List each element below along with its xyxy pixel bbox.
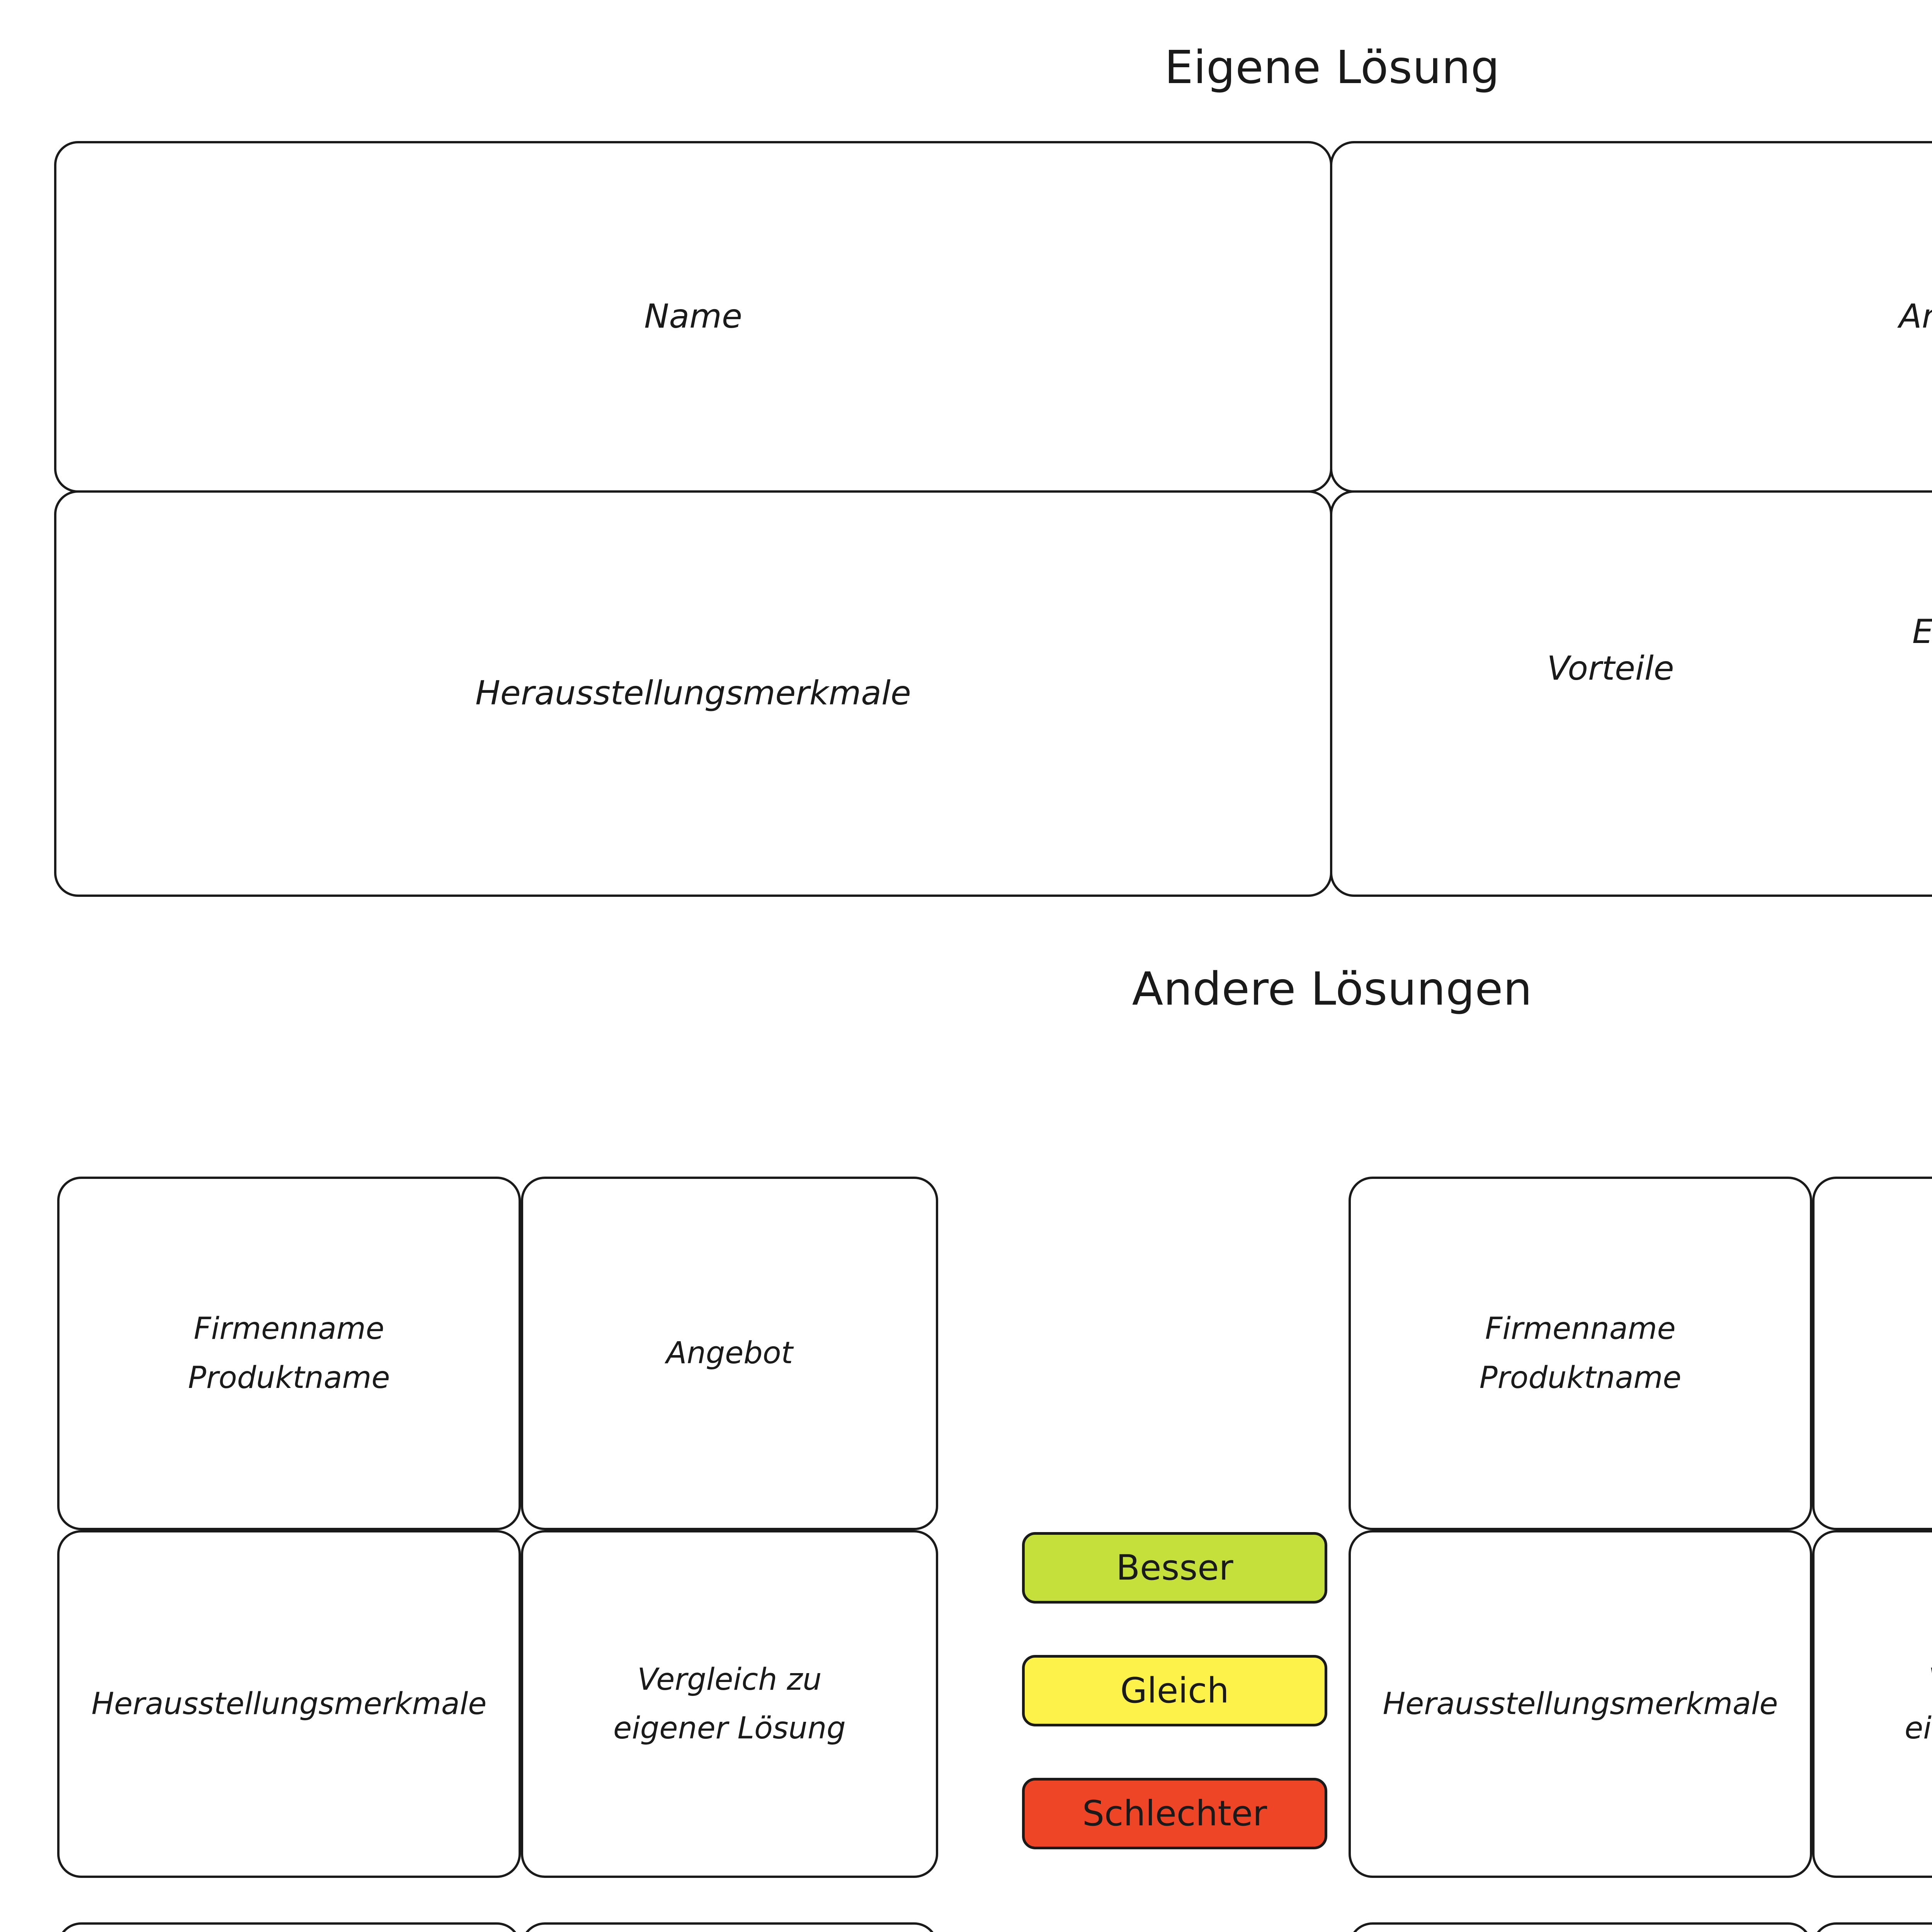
page-title-andere-loesungen: Andere Lösungen	[1132, 962, 1532, 1015]
rating-badge-besser-label: Besser	[1116, 1548, 1233, 1588]
competitor-name-box[interactable]: Firmenname Produktname	[57, 1922, 521, 1932]
rating-badge-gleich-label: Gleich	[1120, 1670, 1229, 1711]
competitor-name-box[interactable]: Firmenname Produktname	[1349, 1922, 1812, 1932]
competitor-vergleich-label: Vergleich zu eigener Lösung	[613, 1662, 846, 1746]
competitor-block-3: Firmenname Produktname Angebot Herausste…	[57, 1922, 1327, 1932]
own-angebot-box[interactable]: Angebot	[1330, 141, 1932, 493]
rating-badge-gleich[interactable]: Gleich	[1022, 1655, 1327, 1726]
competitor-angebot-box[interactable]: Angebot	[521, 1922, 938, 1932]
own-merkmale-box[interactable]: Herausstellungsmerkmale	[54, 490, 1332, 897]
competitor-vergleich-box[interactable]: Vergleich zu eigener Lösung	[521, 1530, 938, 1878]
own-merkmale-label: Herausstellungsmerkmale	[475, 674, 911, 713]
own-name-box[interactable]: Name	[54, 141, 1332, 493]
rating-badge-schlechter[interactable]: Schlechter	[1022, 1778, 1327, 1849]
rating-badge-besser[interactable]: Besser	[1022, 1532, 1327, 1604]
own-vorteile-label: Vorteile	[1547, 649, 1674, 688]
competitor-angebot-box[interactable]: Angebot	[1812, 1922, 1932, 1932]
competitor-angebot-box[interactable]: Angebot	[1812, 1177, 1932, 1530]
competitor-angebot-label: Angebot	[666, 1336, 793, 1371]
competitor-name-box[interactable]: Firmenname Produktname	[1349, 1177, 1812, 1530]
competitor-vergleich-label: Vergleich zu eigener Lösung	[1905, 1662, 1932, 1746]
competitor-merkmale-label: Herausstellungsmerkmale	[1383, 1686, 1778, 1721]
competitor-name-label: Firmenname Produktname	[188, 1311, 390, 1395]
competitor-block-1: Firmenname Produktname Angebot Herausste…	[57, 1177, 1327, 1878]
vorteile-nachteile-layout: Eigene Vorteile Nachteile	[1332, 493, 1932, 895]
competitor-merkmale-box[interactable]: Herausstellungsmerkmale	[1349, 1530, 1812, 1878]
own-vorteile-nachteile-box[interactable]: Eigene Vorteile Nachteile	[1330, 490, 1932, 897]
competitor-angebot-box[interactable]: Angebot	[521, 1177, 938, 1530]
page-title-eigene-loesung: Eigene Lösung	[1164, 41, 1500, 94]
own-angebot-label: Angebot	[1899, 297, 1932, 336]
own-name-label: Name	[644, 297, 742, 336]
competitor-vergleich-box[interactable]: Vergleich zu eigener Lösung	[1812, 1530, 1932, 1878]
competitor-merkmale-label: Herausstellungsmerkmale	[91, 1686, 487, 1721]
competitor-name-label: Firmenname Produktname	[1479, 1311, 1682, 1395]
competitor-block-2: Firmenname Produktname Angebot Herausste…	[1349, 1177, 1932, 1878]
own-eigene-label: Eigene	[1912, 612, 1932, 651]
competitor-name-box[interactable]: Firmenname Produktname	[57, 1177, 521, 1530]
rating-badge-group: Besser Gleich Schlechter	[1022, 1532, 1327, 1849]
rating-badge-schlechter-label: Schlechter	[1082, 1793, 1267, 1834]
competitor-merkmale-box[interactable]: Herausstellungsmerkmale	[57, 1530, 521, 1878]
competitor-block-4: Firmenname Produktname Angebot Herausste…	[1349, 1922, 1932, 1932]
